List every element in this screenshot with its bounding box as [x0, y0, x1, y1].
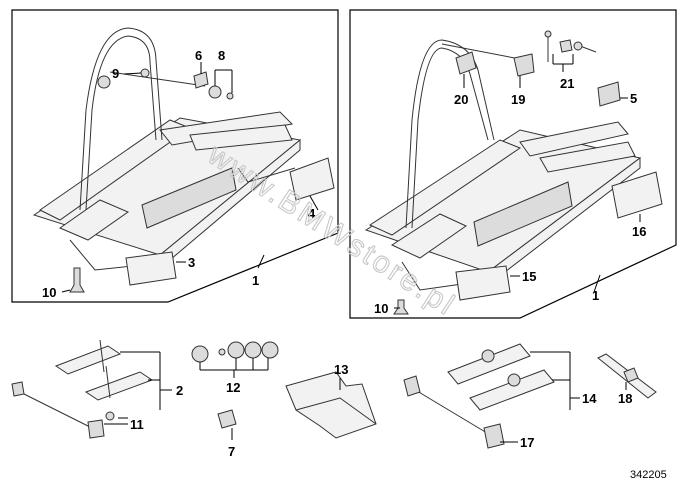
- callout-6: 6: [195, 48, 202, 63]
- reference-number: 342205: [630, 469, 667, 481]
- callout-14: 14: [582, 391, 597, 406]
- callout-21: 21: [560, 76, 574, 91]
- callout-17: 18: [618, 391, 632, 406]
- callout-9: 9: [112, 66, 119, 81]
- loose-parts: 2 11 12 7 13: [11, 339, 657, 459]
- part-13-cover: [285, 371, 377, 439]
- callout-7: 7: [228, 444, 235, 459]
- callout-16: 16: [632, 224, 646, 239]
- callout-1: 1: [252, 273, 259, 288]
- leaders-left: [61, 62, 319, 293]
- part-17-strap: [597, 353, 657, 399]
- callout-2: 2: [176, 383, 183, 398]
- carrier-right-illustration: [364, 30, 663, 315]
- callout-1b: 1: [592, 288, 599, 303]
- callout-11: 11: [130, 417, 144, 432]
- leaders-12: [199, 358, 269, 378]
- callout-20: 20: [454, 92, 468, 107]
- leaders-14-18: [500, 351, 580, 443]
- part-12-caps: [191, 341, 279, 363]
- carrier-left-illustration: [32, 27, 335, 293]
- leaders-2-11: [104, 351, 172, 425]
- callout-19: 19: [511, 92, 525, 107]
- callout-3: 3: [188, 255, 195, 270]
- callout-5: 5: [630, 91, 637, 106]
- callout-8: 8: [218, 48, 225, 63]
- part-7-clip: [217, 409, 237, 429]
- part-14-clamp-set: [403, 343, 555, 449]
- panel-left: 9 6 8 4 3 10 1: [11, 9, 339, 303]
- panel-left-frame: [11, 9, 339, 303]
- callout-18: 17: [520, 435, 534, 450]
- callout-10: 10: [42, 285, 56, 300]
- callout-15: 15: [522, 269, 536, 284]
- callout-4: 4: [308, 206, 316, 221]
- callout-12: 12: [226, 380, 240, 395]
- callout-13: 13: [334, 362, 348, 377]
- panel-right: 20 19 21 5 16 15 10 1: [349, 9, 677, 319]
- part-2-wheel-trays: [11, 339, 154, 439]
- callout-10b: 10: [374, 301, 388, 316]
- leaders-right: [394, 54, 641, 309]
